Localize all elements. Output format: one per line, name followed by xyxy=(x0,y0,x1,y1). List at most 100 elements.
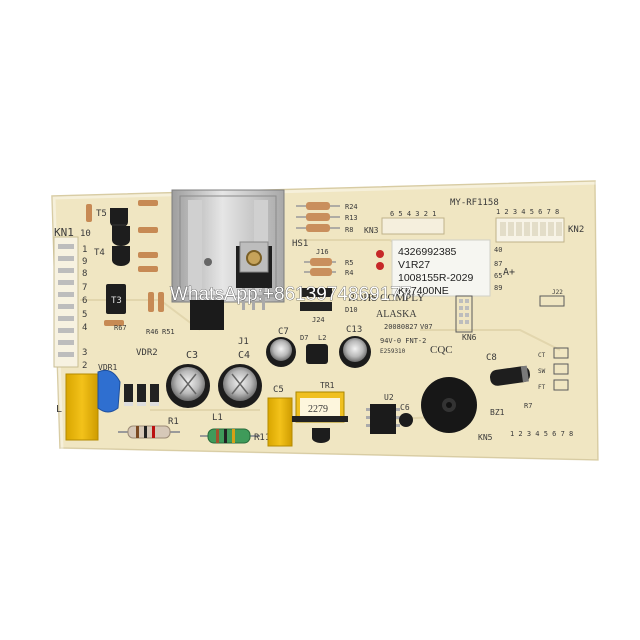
pin-89-label: 89 xyxy=(494,284,502,292)
l-mark-label: L xyxy=(56,404,62,415)
connector-kn1 xyxy=(53,236,79,368)
voltage-regulator xyxy=(236,241,272,310)
kn3-label: KN3 xyxy=(364,226,379,235)
kn2-label: KN2 xyxy=(568,225,584,235)
connector-kn2 xyxy=(495,217,565,243)
capacitor-c5 xyxy=(267,397,293,447)
kn1-pin-1: 1 xyxy=(82,245,87,255)
kn1-pin-5: 5 xyxy=(82,310,87,320)
board-model: MY-RF1158 xyxy=(450,198,499,208)
tr1-label: TR1 xyxy=(320,381,335,390)
c7-label: C7 xyxy=(278,327,289,337)
connector-kn6 xyxy=(455,295,473,333)
c5-capacitor-mark: 2279 xyxy=(308,404,328,415)
pin-header-j22 xyxy=(539,295,565,307)
r67-label: R67 xyxy=(114,324,127,332)
version-code: V07 xyxy=(420,323,433,331)
certification-code: E259310 xyxy=(380,348,406,355)
kn1-label: KN1 xyxy=(54,226,74,239)
j24-label: J24 xyxy=(312,316,325,324)
r13-label: R13 xyxy=(345,214,358,222)
r51-label: R51 xyxy=(162,328,175,336)
label-version: V1R27 xyxy=(398,259,430,271)
ic-t3 xyxy=(106,284,126,314)
inductor-l1 xyxy=(200,428,260,444)
r4-label: R4 xyxy=(345,269,353,277)
connector-kn3 xyxy=(381,217,445,235)
buzzer-bz1 xyxy=(421,377,477,433)
certification-text: 94V-0 FNT-2 xyxy=(380,337,426,345)
sw-label: SW xyxy=(538,368,546,375)
c4-label: C4 xyxy=(238,350,250,361)
label-part-number: 1008155R-2029 xyxy=(398,272,473,284)
watermark-text: WhatsApp:+8613974869177 xyxy=(170,284,411,305)
kn1-pin-8: 8 xyxy=(82,269,87,279)
capacitor-c6 xyxy=(399,413,413,427)
kn1-pin-7: 7 xyxy=(82,283,87,293)
rohs-compliance-text: ROHS COMPLY xyxy=(348,292,425,304)
ct-label: CT xyxy=(538,352,546,359)
kn1-pin-4: 4 xyxy=(82,323,87,333)
d7-label: D7 xyxy=(300,334,308,342)
kn1-pin-6: 6 xyxy=(82,296,87,306)
test-pads xyxy=(553,347,569,391)
vdr1-label: VDR1 xyxy=(98,363,117,372)
brand-text: ALASKA xyxy=(376,309,417,320)
kn1-pin-2: 2 xyxy=(82,361,87,371)
pin-65-label: 65 xyxy=(494,272,502,280)
l2-label: L2 xyxy=(318,334,326,342)
pin-87-label: 87 xyxy=(494,260,502,268)
kn5-pin-labels: 1 2 3 4 5 6 7 8 xyxy=(510,430,573,438)
u2-label: U2 xyxy=(384,393,394,402)
r11-label: R11 xyxy=(254,433,270,443)
t3-label: T3 xyxy=(111,296,122,306)
kn1-pin-labels: 10 1 9 8 7 6 5 4 3 2 xyxy=(80,229,91,371)
kn1-pin-3: 3 xyxy=(82,348,87,358)
quality-mark: CQC xyxy=(430,344,453,356)
kn3-pin-labels: 6 5 4 3 2 1 xyxy=(390,210,436,218)
t5-label: T5 xyxy=(96,209,107,219)
kn5-label: KN5 xyxy=(478,433,493,442)
d10-label: D10 xyxy=(345,306,358,314)
pin-40-label: 40 xyxy=(494,246,502,254)
serial-label-sticker xyxy=(376,239,491,297)
l1-label: L1 xyxy=(212,413,223,423)
transformer-tr1 xyxy=(292,391,348,423)
c3-label: C3 xyxy=(186,350,198,361)
kn1-pin-9: 9 xyxy=(82,257,87,267)
kn6-label: KN6 xyxy=(462,333,477,342)
vdr2-label: VDR2 xyxy=(136,348,158,358)
kn2-pin-labels: 1 2 3 4 5 6 7 8 xyxy=(496,208,559,216)
diode-row xyxy=(124,384,159,406)
bz1-label: BZ1 xyxy=(490,408,505,417)
j16-label: J16 xyxy=(316,248,329,256)
r8-label: R8 xyxy=(345,226,353,234)
r7-label: R7 xyxy=(524,402,532,410)
r46-label: R46 xyxy=(146,328,159,336)
kn1-pin-10: 10 xyxy=(80,229,91,239)
r5-label: R5 xyxy=(345,259,353,267)
transistor-small-bottom xyxy=(312,428,330,443)
c6-label: C6 xyxy=(400,403,410,412)
j22-label: J22 xyxy=(552,289,563,296)
r1-label: R1 xyxy=(168,417,179,427)
hs1-label: HS1 xyxy=(292,239,308,249)
capacitor-c8 xyxy=(489,365,531,386)
resistor-column xyxy=(296,202,340,311)
resistor-group-left xyxy=(86,200,164,326)
label-serial: 4326992385 xyxy=(398,246,457,258)
relay-yellow xyxy=(65,373,99,441)
c8-label: C8 xyxy=(486,353,497,363)
date-code: 20080827 xyxy=(384,323,418,331)
t4-label: T4 xyxy=(94,248,105,258)
resistor-r1 xyxy=(118,425,180,439)
varistor-blue xyxy=(97,369,121,413)
j1-label: J1 xyxy=(238,337,249,347)
capacitor-c7 xyxy=(266,337,296,367)
transistor-t4 xyxy=(112,226,130,266)
ft-label: FT xyxy=(538,384,546,391)
c5-label: C5 xyxy=(273,385,284,395)
transistor-d7 xyxy=(306,344,328,364)
c13-label: C13 xyxy=(346,325,362,335)
